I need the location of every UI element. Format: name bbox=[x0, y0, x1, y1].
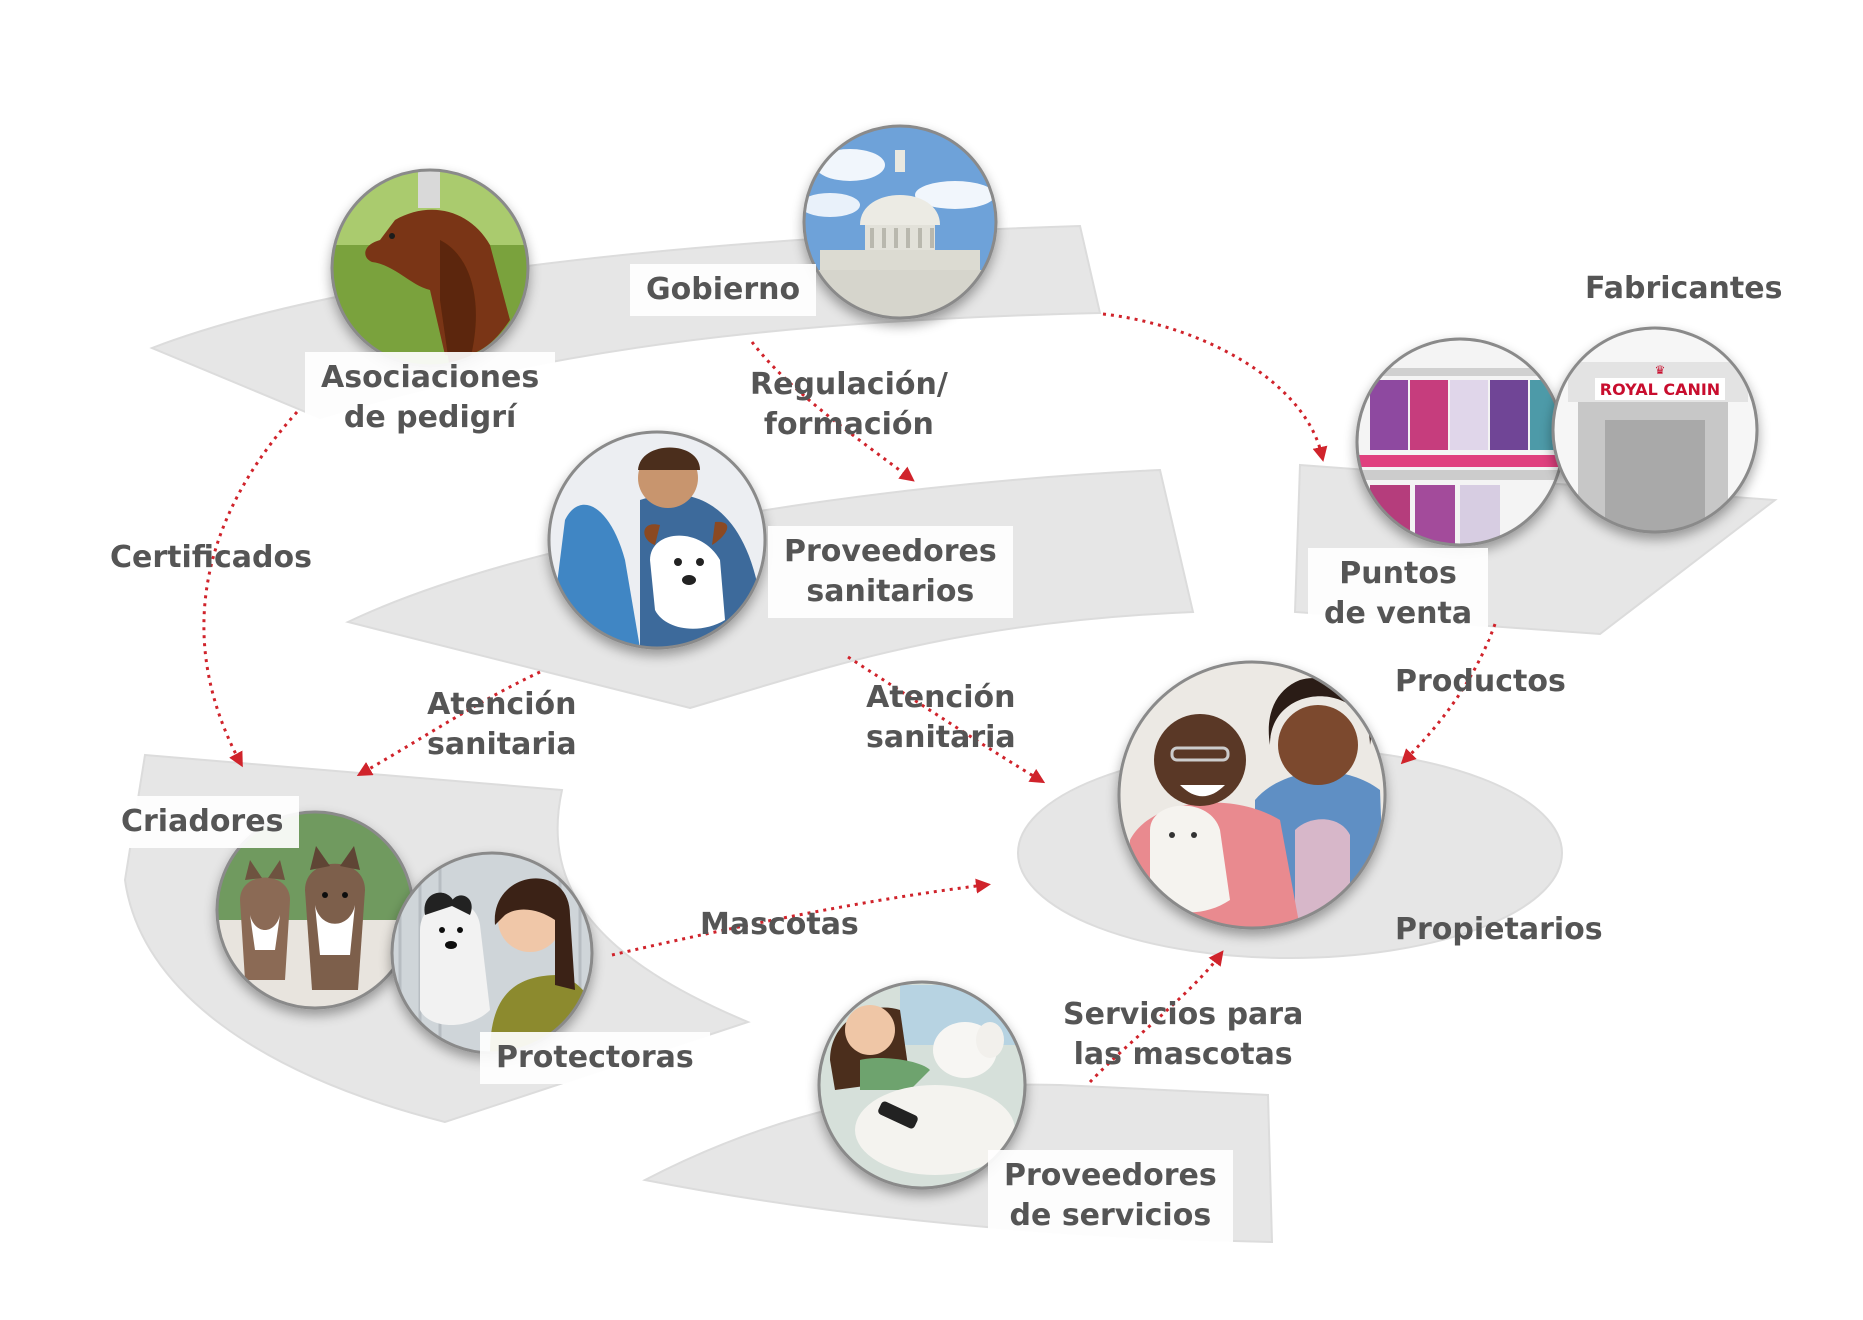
label-gobierno: Gobierno bbox=[630, 264, 817, 316]
label-puntos-venta: Puntos de venta bbox=[1308, 548, 1489, 640]
poodle-grooming-photo bbox=[817, 980, 1027, 1190]
arrow-atencion-criadores bbox=[356, 670, 541, 776]
flow-label-servicios: Servicios para las mascotas bbox=[1063, 997, 1304, 1072]
label-propietarios: Propietarios bbox=[1395, 912, 1603, 947]
label-proveedores-servicios: Proveedores de servicios bbox=[988, 1150, 1233, 1242]
label-asociaciones: Asociaciones de pedigrí bbox=[305, 352, 556, 444]
arrow-atencion-propietarios bbox=[847, 655, 1046, 784]
flow-label-certificados: Certificados bbox=[110, 540, 312, 575]
royal-canin-building-photo: ROYAL CANIN ♛ bbox=[1551, 326, 1759, 534]
flow-label-atencion-propietarios: Atención sanitaria bbox=[866, 680, 1016, 755]
woman-with-dog-photo bbox=[390, 851, 594, 1055]
flow-label-regulacion: Regulación/ formación bbox=[750, 367, 948, 442]
vet-with-dog-photo bbox=[547, 430, 767, 650]
label-criadores: Criadores bbox=[105, 796, 300, 848]
arrow-mascotas bbox=[611, 878, 991, 957]
flow-label-productos: Productos bbox=[1395, 664, 1566, 699]
label-proveedores-sanitarios: Proveedores sanitarios bbox=[768, 526, 1013, 618]
label-fabricantes: Fabricantes bbox=[1585, 271, 1783, 306]
arrow-gobierno-to-venta bbox=[1102, 312, 1328, 462]
husky-puppies-photo bbox=[215, 810, 415, 1010]
arrow-productos bbox=[1400, 623, 1497, 765]
svg-text:ROYAL CANIN: ROYAL CANIN bbox=[1600, 380, 1720, 399]
capitol-building-photo bbox=[802, 124, 998, 320]
svg-text:♛: ♛ bbox=[1655, 363, 1666, 377]
flow-label-atencion-criadores: Atención sanitaria bbox=[427, 687, 577, 762]
arrow-regulacion bbox=[750, 341, 915, 482]
arrow-certificados bbox=[202, 410, 299, 768]
couple-with-dog-photo bbox=[1117, 660, 1387, 930]
label-protectoras: Protectoras bbox=[480, 1032, 710, 1084]
flow-label-mascotas: Mascotas bbox=[700, 907, 859, 942]
